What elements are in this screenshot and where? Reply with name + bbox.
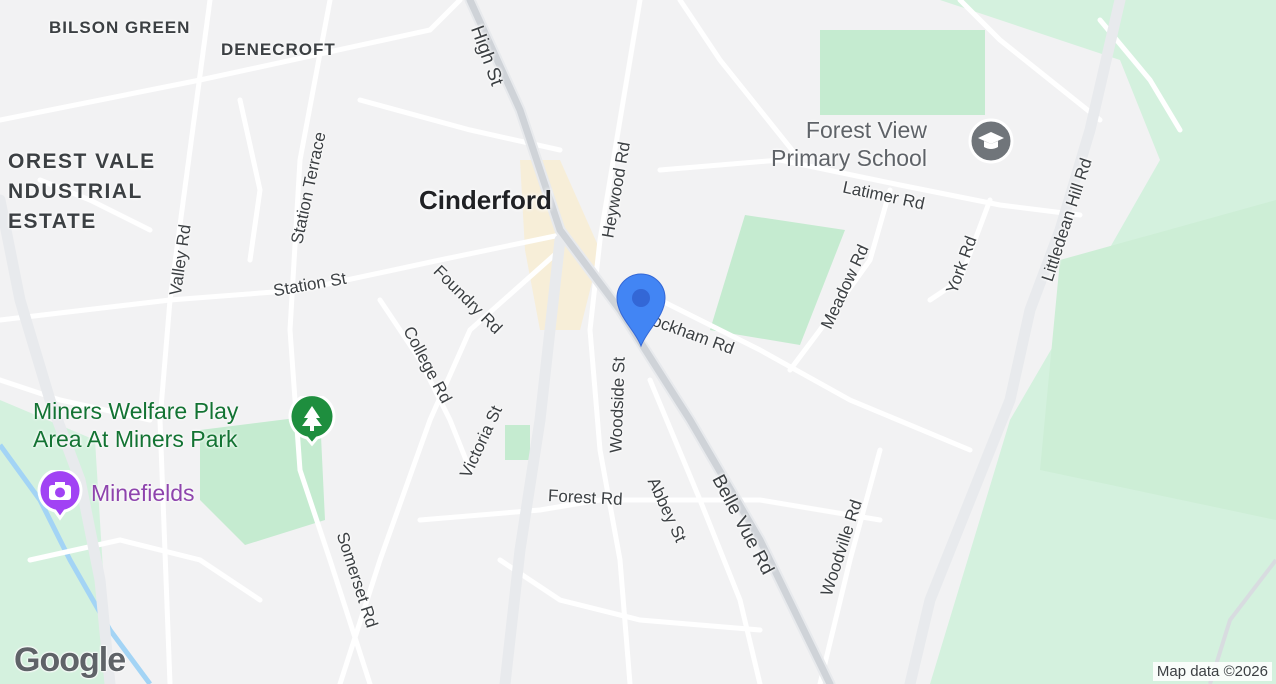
place-label-cinderford[interactable]: Cinderford: [419, 185, 552, 215]
place-label-bilson-green: BILSON GREEN: [49, 18, 191, 37]
location-pin-icon[interactable]: [614, 270, 668, 348]
tree-icon[interactable]: [287, 396, 337, 450]
poi-forest-view-primary-school[interactable]: Forest View Primary School: [771, 116, 927, 172]
map-attribution[interactable]: Map data ©2026: [1152, 662, 1272, 681]
graduation-cap-icon[interactable]: [967, 117, 1015, 165]
estate-line-3: ESTATE: [8, 210, 97, 233]
place-label-forest-vale-estate: OREST VALE NDUSTRIAL ESTATE: [8, 147, 156, 237]
estate-line-2: NDUSTRIAL: [8, 180, 143, 203]
poi-minefields[interactable]: Minefields: [91, 480, 195, 506]
place-label-denecroft: DENECROFT: [221, 40, 336, 59]
poi-school-line-2: Primary School: [771, 145, 927, 171]
road-label-forest-rd: Forest Rd: [547, 486, 624, 509]
google-logo[interactable]: Google: [14, 641, 126, 679]
road-label-woodside-st: Woodside St: [606, 356, 629, 454]
camera-icon[interactable]: [36, 470, 84, 522]
poi-miners-welfare-play-area[interactable]: Miners Welfare Play Area At Miners Park: [33, 397, 238, 453]
poi-park-line-2: Area At Miners Park: [33, 426, 238, 452]
poi-park-line-1: Miners Welfare Play: [33, 398, 239, 424]
poi-school-line-1: Forest View: [805, 117, 927, 143]
estate-line-1: OREST VALE: [8, 150, 156, 173]
